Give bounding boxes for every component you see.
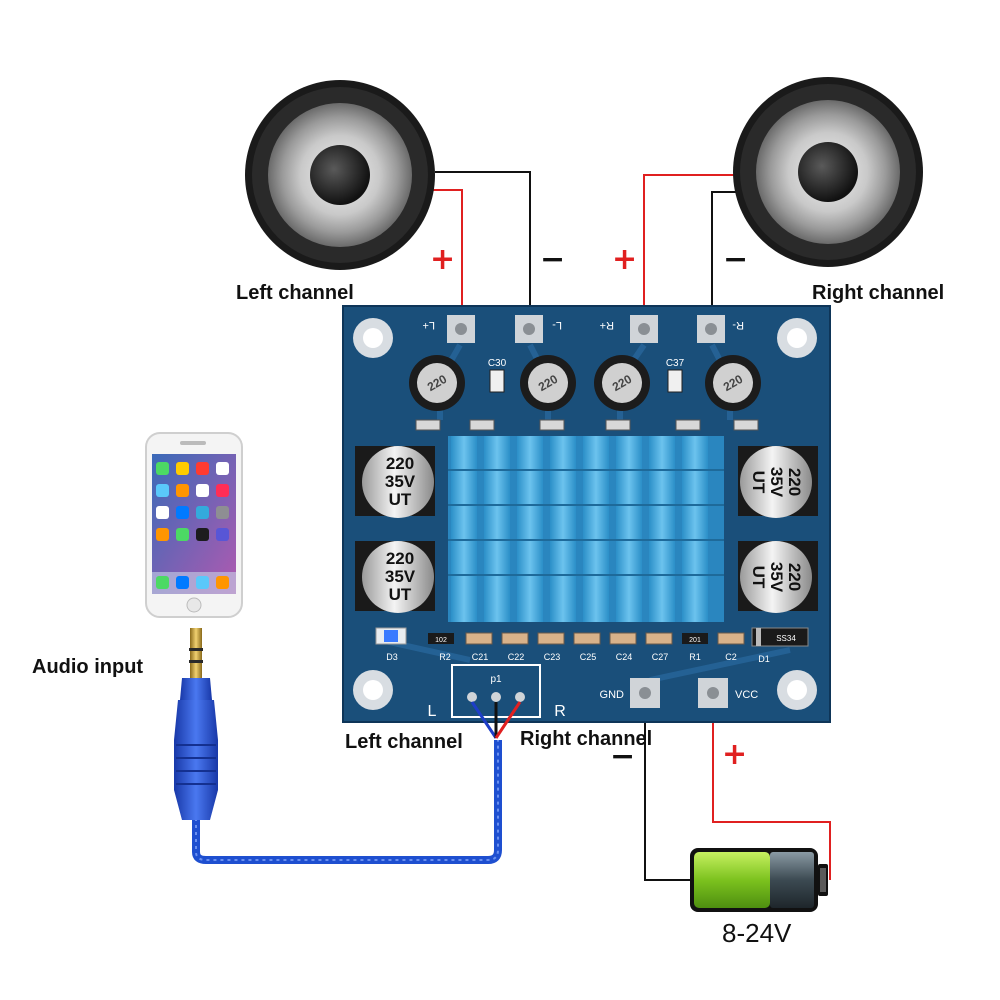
c37-label: C37	[666, 358, 685, 369]
c21-label: C21	[472, 652, 489, 662]
c24-label: C24	[616, 652, 633, 662]
cap-1-voltage: 35V	[385, 472, 416, 491]
left-minus-sign: −	[540, 242, 566, 277]
left-speaker	[245, 80, 435, 270]
cap-2-brand: UT	[389, 585, 412, 604]
terminal-l-minus-label: L-	[552, 319, 562, 331]
c23-label: C23	[544, 652, 561, 662]
c25-label: C25	[580, 652, 597, 662]
right-minus-sign: −	[723, 242, 749, 277]
cap-4-brand: UT	[749, 566, 768, 589]
terminal-r-minus-label: R-	[732, 319, 744, 331]
c2-label: C2	[725, 652, 737, 662]
phone	[145, 432, 243, 618]
cap-2-voltage: 35V	[385, 567, 416, 586]
vcc-label: VCC	[735, 689, 758, 701]
gnd-wire	[644, 706, 700, 881]
left-channel-bottom-label: Left channel	[345, 731, 463, 753]
battery	[690, 848, 828, 912]
r1-marking: 201	[689, 637, 701, 644]
cap-4-voltage: 35V	[767, 562, 786, 593]
r2-label: R2	[439, 652, 451, 662]
audio-plug	[174, 628, 218, 820]
cap-3-value: 220	[785, 468, 804, 496]
left-negative-wire	[435, 171, 531, 318]
gnd-minus-sign: −	[610, 739, 636, 774]
power-terminals: GND VCC	[600, 678, 758, 708]
cap-2-value: 220	[386, 549, 414, 568]
input-wires	[470, 701, 522, 739]
amplifier-board: L+ L- R+ R- 220 220 220 220 C30 C37	[342, 305, 831, 723]
output-terminals: L+ L- R+ R-	[422, 315, 744, 343]
right-channel-bottom-label: Right channel	[520, 728, 653, 750]
p1-label: p1	[490, 674, 502, 685]
cap-3-voltage: 35V	[767, 467, 786, 498]
audio-cable	[192, 740, 502, 864]
gnd-label: GND	[600, 689, 625, 701]
left-plus-sign: +	[430, 242, 456, 277]
smd-row-bottom: 102 201 R2 C21 C22 C23 C25 C24 C27 R1 C2	[428, 632, 745, 662]
left-channel-top-label: Left channel	[236, 282, 354, 304]
vcc-plus-sign: +	[722, 737, 748, 772]
cap-4-value: 220	[785, 563, 804, 591]
inductors: 220 220 220 220	[409, 355, 761, 411]
speaker-wires	[430, 171, 738, 318]
c27-label: C27	[652, 652, 669, 662]
audio-input-label: Audio input	[32, 656, 144, 678]
terminal-l-plus-label: L+	[422, 319, 435, 331]
d3-label: D3	[386, 652, 398, 662]
diode-d1: SS34 D1	[751, 627, 809, 664]
terminal-r-plus-label: R+	[600, 319, 614, 331]
r2-marking: 102	[435, 637, 447, 644]
header-r-label: R	[554, 703, 566, 720]
led-d3: D3	[375, 627, 407, 662]
r1-label: R1	[689, 652, 701, 662]
mounting-holes	[353, 318, 817, 710]
right-positive-wire	[643, 174, 738, 318]
vcc-wire	[712, 706, 831, 880]
smd-row-top	[415, 419, 759, 431]
right-speaker	[733, 77, 923, 267]
d1-label: D1	[758, 654, 770, 664]
ss34-marking: SS34	[776, 634, 796, 643]
power-wires	[644, 706, 831, 881]
smd-caps-top: C30 C37	[488, 358, 685, 393]
heatsink	[448, 436, 724, 622]
electrolytic-capacitors: 220 35V UT 220 35V UT 220 35V UT 220 35V…	[355, 446, 818, 613]
header-l-label: L	[428, 703, 437, 720]
voltage-label: 8-24V	[722, 918, 792, 948]
c30-label: C30	[488, 358, 507, 369]
c22-label: C22	[508, 652, 525, 662]
right-negative-wire	[711, 191, 738, 318]
cap-1-value: 220	[386, 454, 414, 473]
right-plus-sign: +	[612, 242, 638, 277]
right-channel-top-label: Right channel	[812, 282, 945, 304]
cap-1-brand: UT	[389, 490, 412, 509]
input-header: p1 L R	[428, 664, 566, 720]
cap-3-brand: UT	[749, 471, 768, 494]
phone-app-icons	[152, 462, 236, 594]
left-positive-wire	[430, 189, 463, 318]
